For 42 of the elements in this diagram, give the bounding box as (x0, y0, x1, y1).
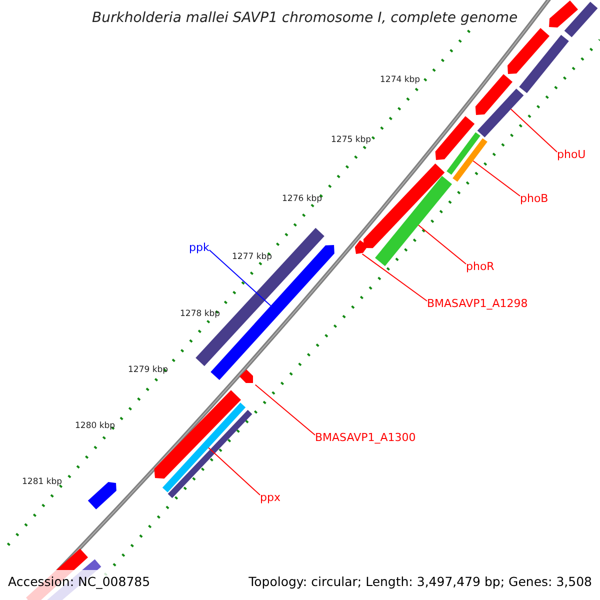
gene-bar (375, 176, 452, 266)
leader-line (510, 108, 558, 152)
gene-bar (519, 34, 569, 94)
gene-bar (240, 370, 253, 383)
gene-bar (88, 482, 116, 510)
map-title: Burkholderia mallei SAVP1 chromosome I, complete genome (92, 11, 518, 25)
leader-line (208, 250, 272, 306)
gene-label: phoR (466, 261, 494, 272)
tick-label: 1276 kbp (282, 195, 322, 204)
gene-label: phoB (520, 193, 548, 204)
gene-bar (363, 164, 445, 248)
gene-bar (549, 0, 578, 28)
tick-label: 1278 kbp (180, 310, 220, 318)
gene-bar (446, 132, 480, 175)
gene-bar (508, 28, 550, 74)
gene-bar (564, 2, 598, 38)
gene-bar (162, 402, 246, 492)
tick-label: 1279 kbp (128, 366, 168, 374)
leader-line (254, 384, 316, 436)
gene-label: ppk (189, 242, 210, 253)
gene-bar (477, 88, 524, 138)
tick-label: 1277 kbp (232, 253, 272, 262)
gene-bar (475, 74, 512, 115)
tick-label: 1275 kbp (331, 136, 372, 144)
leader-line (418, 224, 466, 264)
footer-text: Topology: circular; Length: 3,497,479 bp; Genes: 3,508 (248, 576, 592, 588)
footer-text: Accession: NC_008785 (8, 576, 150, 588)
tick-label: 1280 kbp (75, 422, 116, 430)
leader-line (472, 160, 520, 196)
gene-bar (168, 410, 252, 498)
gene-bar (154, 390, 241, 479)
tick-label: 1274 kbp (380, 76, 420, 84)
gene-label: ppx (260, 492, 280, 503)
tick-label: 1281 kbp (22, 478, 62, 486)
gene-bar (354, 240, 368, 254)
leader-line (362, 253, 428, 302)
gene-bar (435, 116, 475, 160)
gene-label: BMASAVP1_A1300 (315, 432, 416, 443)
gene-label: phoU (557, 149, 586, 160)
gene-bar (452, 138, 488, 182)
gene-label: BMASAVP1_A1298 (427, 298, 528, 309)
leader-line (208, 447, 260, 496)
